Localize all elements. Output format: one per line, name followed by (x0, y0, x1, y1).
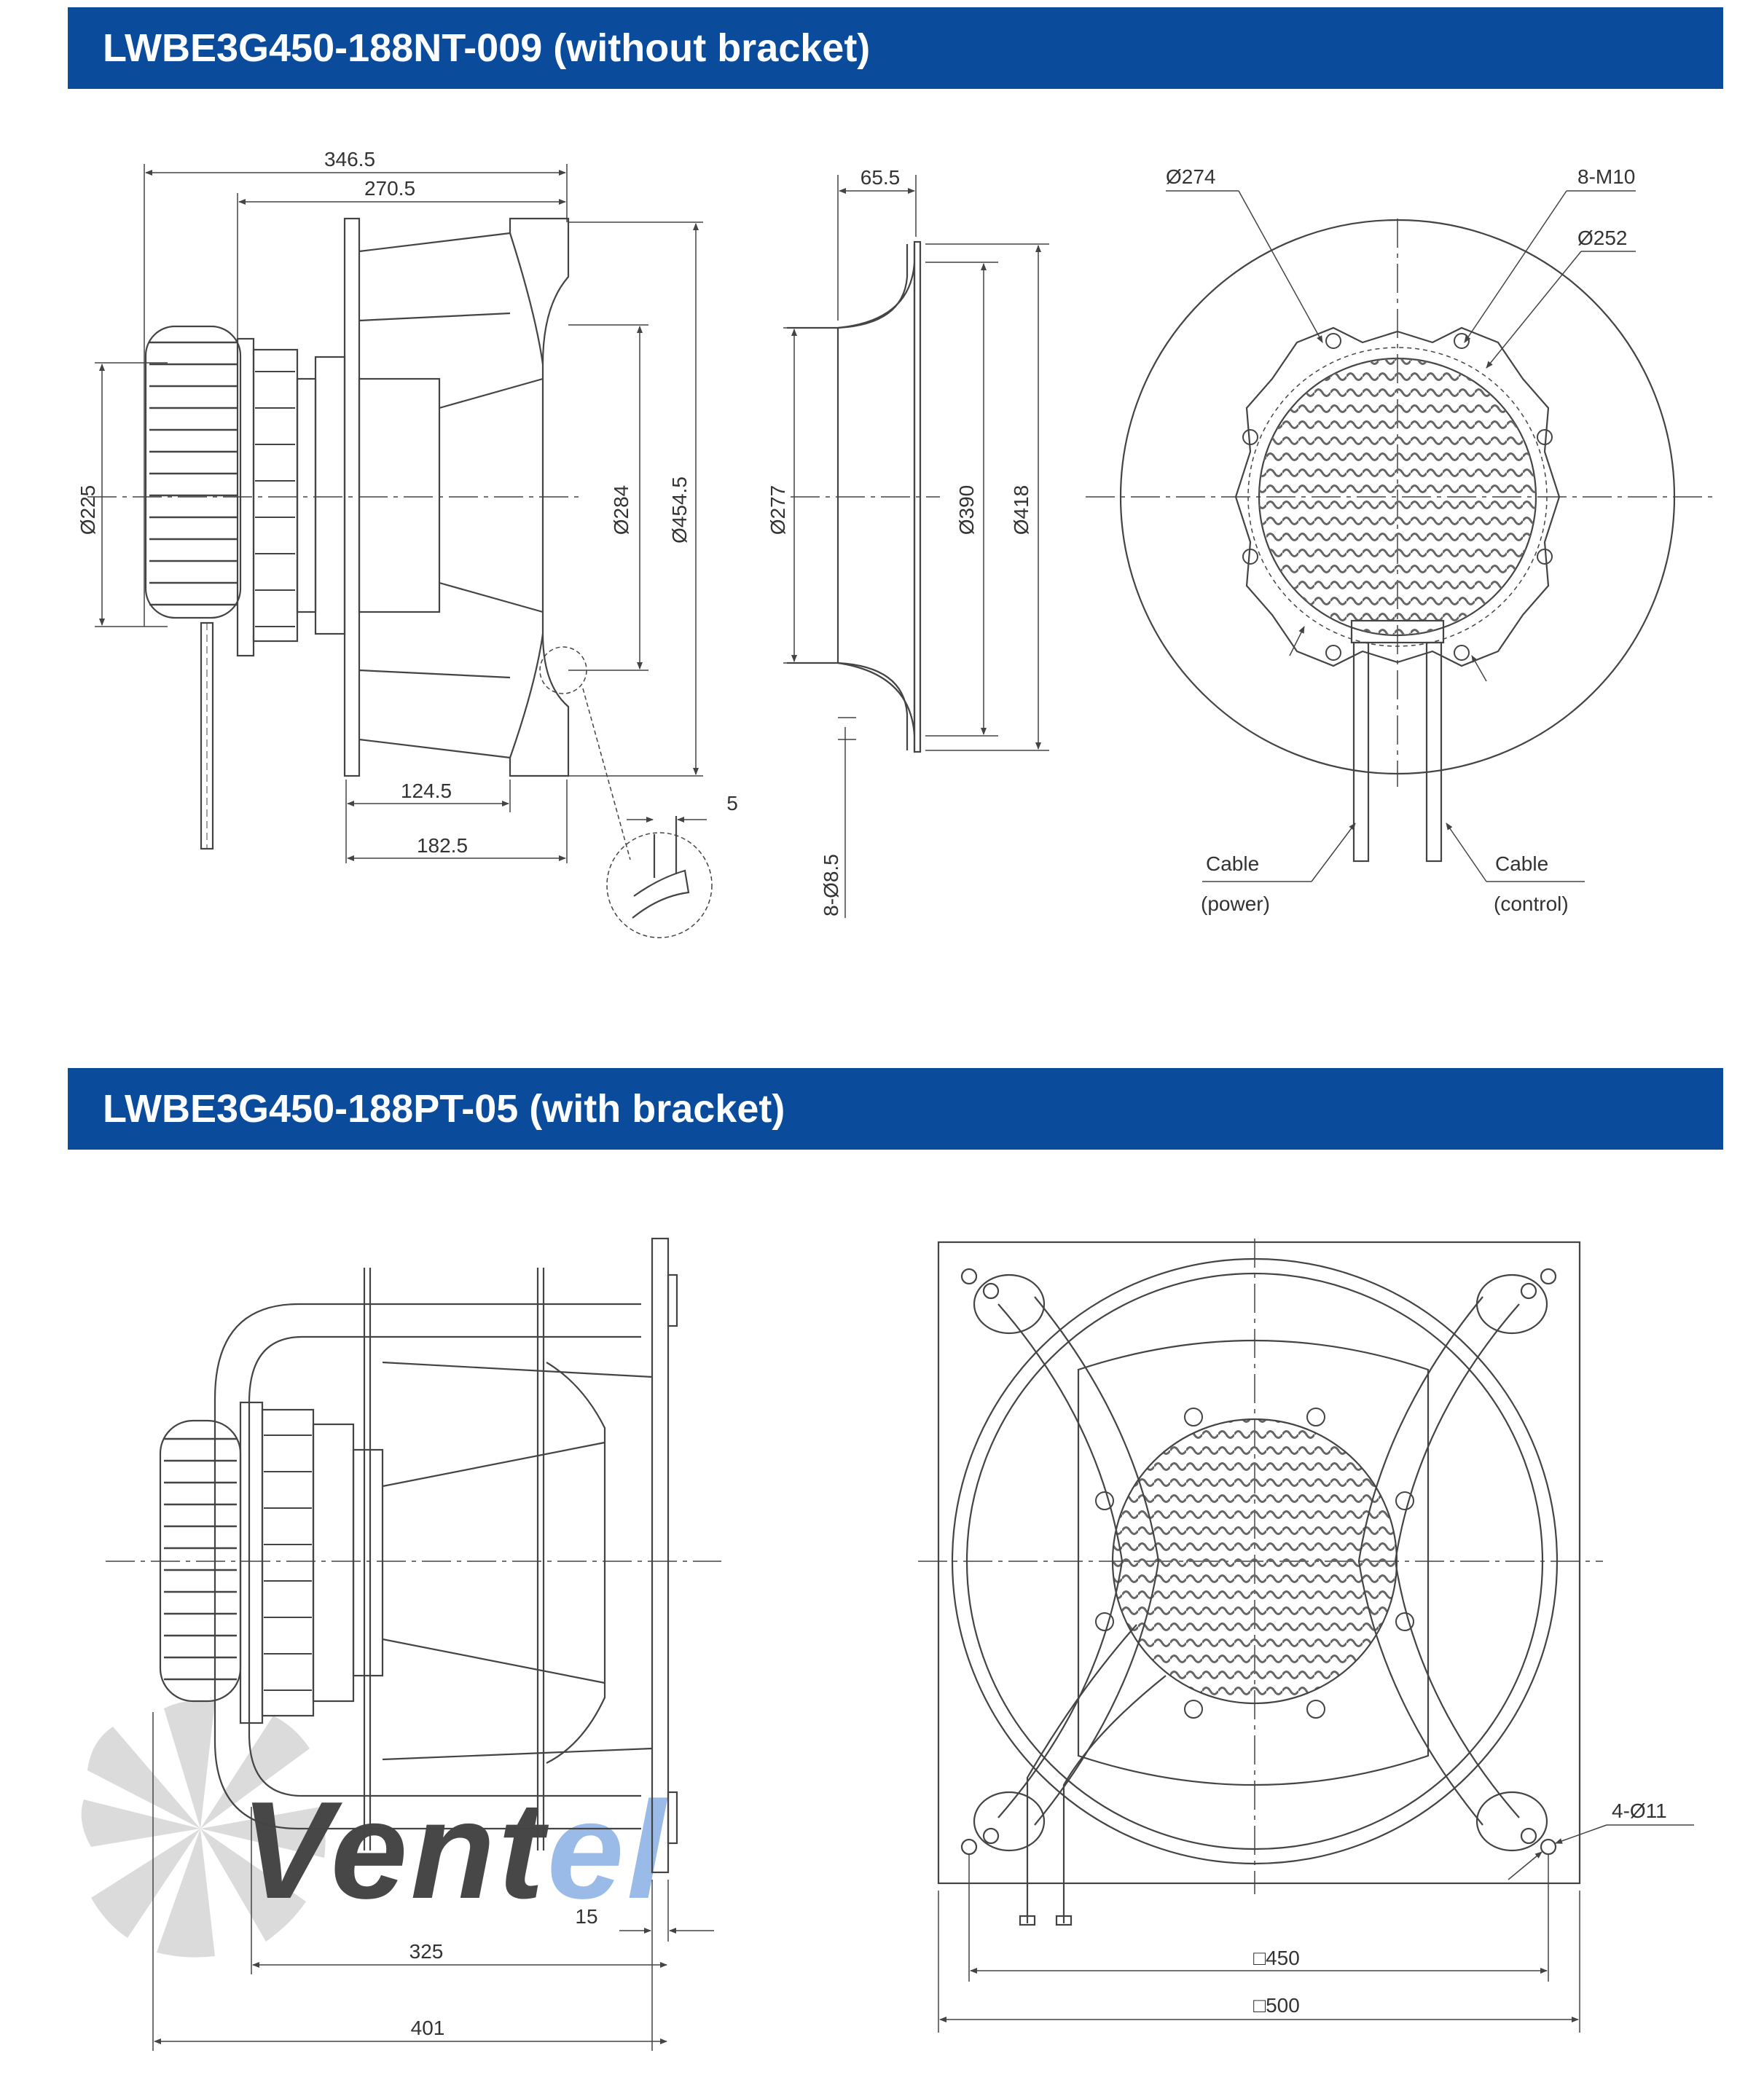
dim-5: 5 (726, 792, 738, 815)
cable-power-sublabel: (power) (1201, 892, 1270, 915)
front-view-bracket-dimensions (938, 1824, 1694, 2033)
section-title-with-bracket: LWBE3G450-188PT-05 (with bracket) (68, 1068, 1723, 1150)
dim-270-5: 270.5 (364, 177, 415, 200)
front-view-without-bracket (1086, 219, 1712, 863)
cable-power-label: Cable (1206, 852, 1259, 875)
section-title-without-bracket: LWBE3G450-188NT-009 (without bracket) (68, 7, 1723, 89)
inlet-nozzle-view (787, 240, 940, 753)
front-view-with-bracket (918, 1239, 1603, 1926)
dim-dia-418: Ø418 (1010, 485, 1032, 535)
side-view-without-bracket (87, 217, 713, 938)
nozzle-dimensions (783, 175, 1049, 918)
dim-holes-8-dia-8-5: 8-Ø8.5 (820, 854, 842, 917)
cable-control-label: Cable (1495, 852, 1548, 875)
ventel-watermark: Ventel (81, 1700, 668, 1958)
dim-15: 15 (575, 1905, 597, 1928)
dim-dia-274: Ø274 (1166, 165, 1216, 188)
dim-182-5: 182.5 (417, 834, 468, 857)
side-view-bracket-dimensions (152, 1712, 714, 2051)
dim-dia-284: Ø284 (610, 485, 632, 535)
thread-8-m10: 8-M10 (1577, 165, 1635, 188)
side-view-with-bracket (106, 1237, 721, 1874)
side-view-dimension-labels: 346.5 270.5 Ø225 Ø284 Ø454.5 124.5 182.5… (77, 148, 738, 857)
front-view-labels: Ø274 8-M10 Ø252 Cable (power) Cable (con… (1166, 165, 1635, 915)
nozzle-dimension-labels: 65.5 Ø277 Ø390 Ø418 8-Ø8.5 (767, 166, 1032, 917)
dim-holes-4-dia-11: 4-Ø11 (1612, 1799, 1667, 1822)
dim-dia-225: Ø225 (77, 485, 99, 535)
dim-dia-277: Ø277 (767, 485, 789, 535)
dim-401: 401 (411, 2017, 445, 2039)
dim-square-500: □500 (1253, 1994, 1300, 2017)
front-view-bracket-labels: 4-Ø11 □450 □500 (1253, 1799, 1667, 2017)
dim-dia-252: Ø252 (1577, 227, 1628, 249)
dim-346-5: 346.5 (324, 148, 375, 170)
watermark-text: Ventel (240, 1773, 668, 1928)
dim-square-450: □450 (1253, 1947, 1300, 1969)
dim-dia-454-5: Ø454.5 (668, 476, 691, 543)
cable-control-sublabel: (control) (1494, 892, 1569, 915)
side-view-dimensions (95, 164, 707, 863)
dim-325: 325 (409, 1940, 444, 1963)
dim-65-5: 65.5 (861, 166, 901, 189)
side-view-bracket-dimension-labels: 15 325 401 (409, 1905, 598, 2039)
dim-124-5: 124.5 (401, 780, 452, 802)
front-view-leaders (1166, 190, 1636, 882)
dim-dia-390: Ø390 (955, 485, 978, 535)
